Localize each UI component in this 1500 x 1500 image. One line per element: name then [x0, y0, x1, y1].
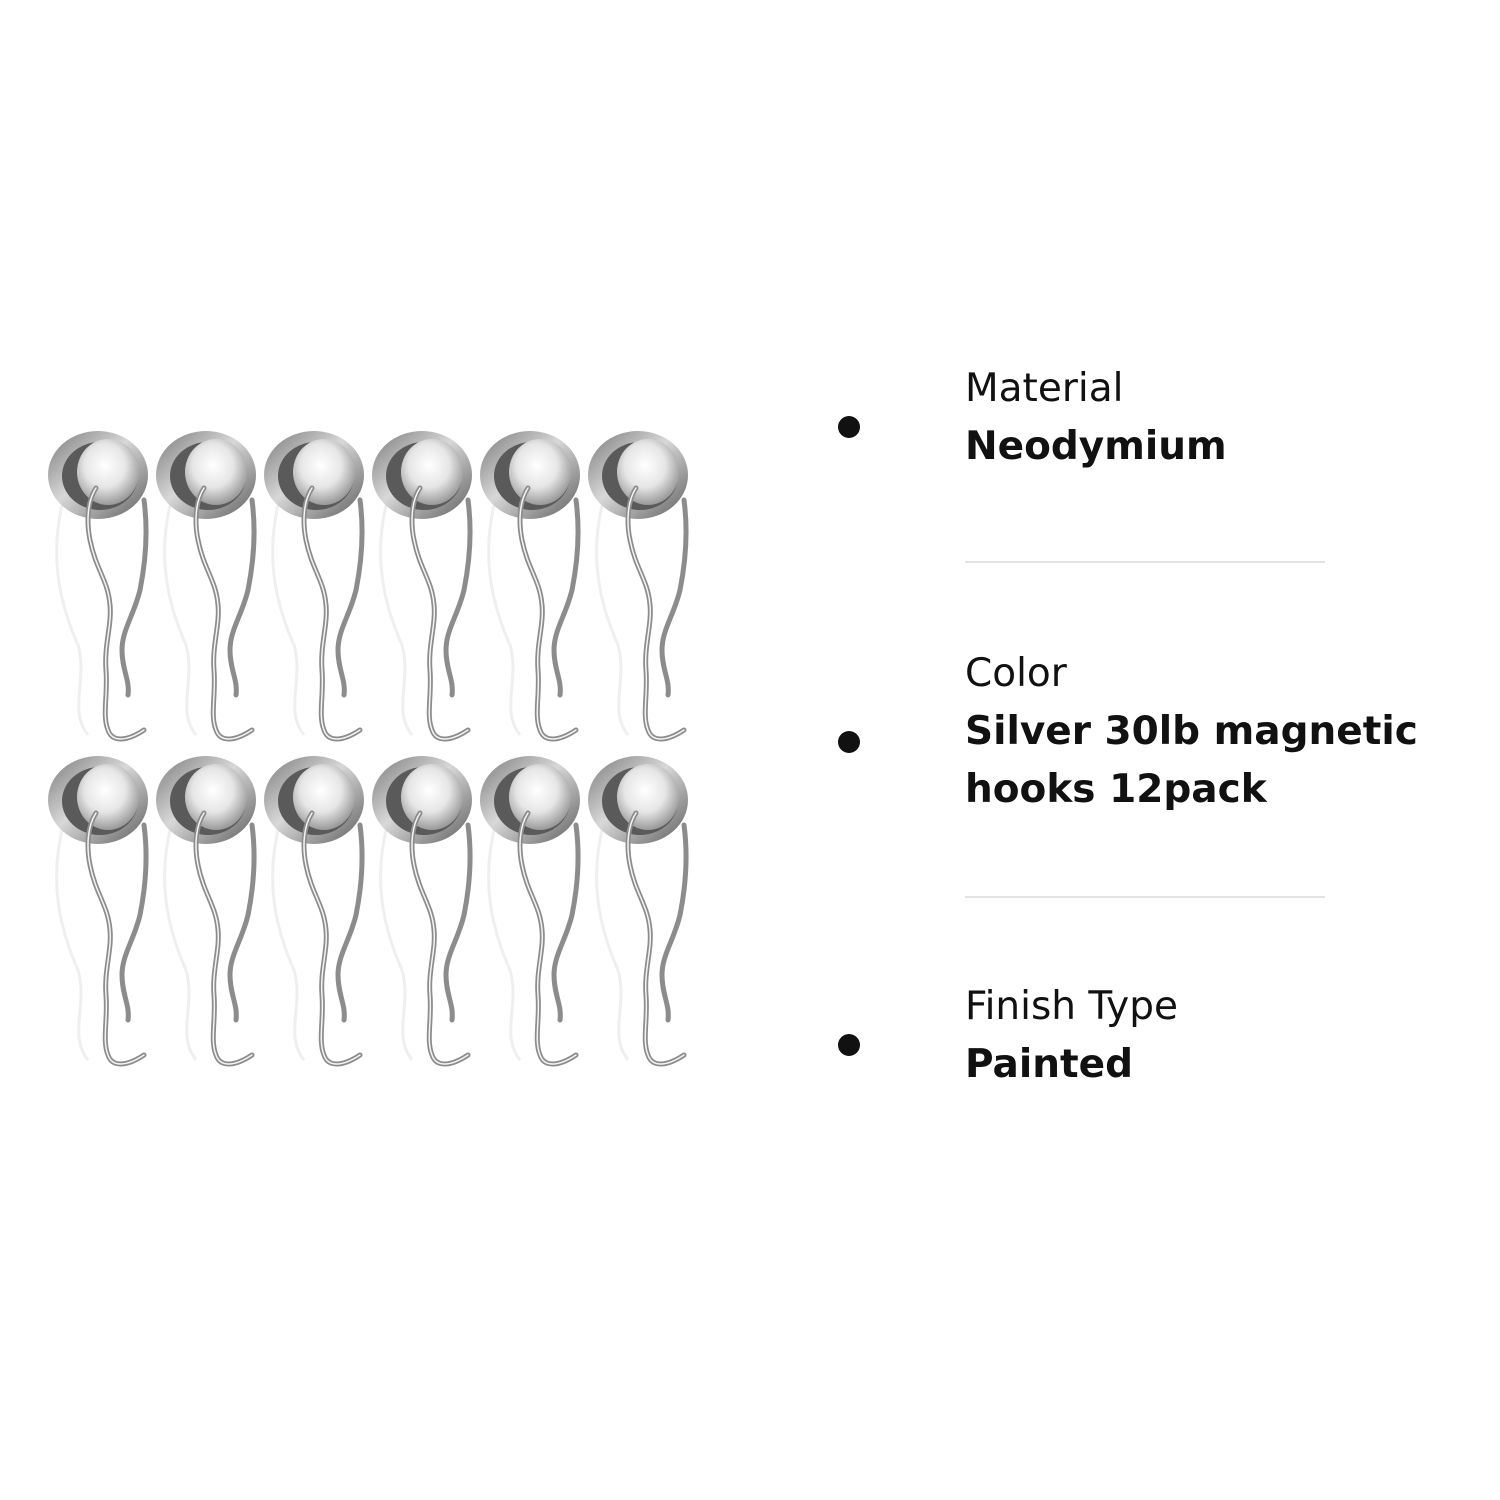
spec-value: Silver 30lb magnetic: [965, 709, 1418, 754]
magnetic-hook-icon: [48, 756, 149, 1067]
magnetic-hook-icon: [156, 431, 257, 742]
bullet-icon: [838, 731, 860, 753]
magnetic-hooks-image: [48, 431, 689, 1067]
magnetic-hook-icon: [588, 431, 689, 742]
magnetic-hook-icon: [372, 756, 473, 1067]
spec-value: hooks 12pack: [965, 767, 1267, 812]
product-image: [40, 425, 720, 1075]
spec-value: Neodymium: [965, 424, 1227, 469]
magnetic-hook-icon: [372, 431, 473, 742]
spec-row-material: Material Neodymium: [830, 360, 1430, 476]
spec-label: Finish Type: [965, 984, 1178, 1029]
magnetic-hook-icon: [480, 431, 581, 742]
spec-label: Color: [965, 651, 1067, 696]
bullet-icon: [838, 1034, 860, 1056]
magnetic-hook-icon: [264, 756, 365, 1067]
spec-row-finish-type: Finish Type Painted: [830, 978, 1430, 1094]
spec-divider: [965, 561, 1325, 563]
spec-label: Material: [965, 366, 1124, 411]
spec-divider: [965, 896, 1325, 898]
magnetic-hook-icon: [48, 431, 149, 742]
magnetic-hook-icon: [264, 431, 365, 742]
magnetic-hook-icon: [480, 756, 581, 1067]
spec-value: Painted: [965, 1042, 1133, 1087]
spec-row-color: Color Silver 30lb magnetic hooks 12pack: [830, 645, 1430, 819]
spec-list: Material Neodymium Color Silver 30lb mag…: [830, 360, 1430, 1094]
magnetic-hook-icon: [156, 756, 257, 1067]
bullet-icon: [838, 416, 860, 438]
magnetic-hook-icon: [588, 756, 689, 1067]
